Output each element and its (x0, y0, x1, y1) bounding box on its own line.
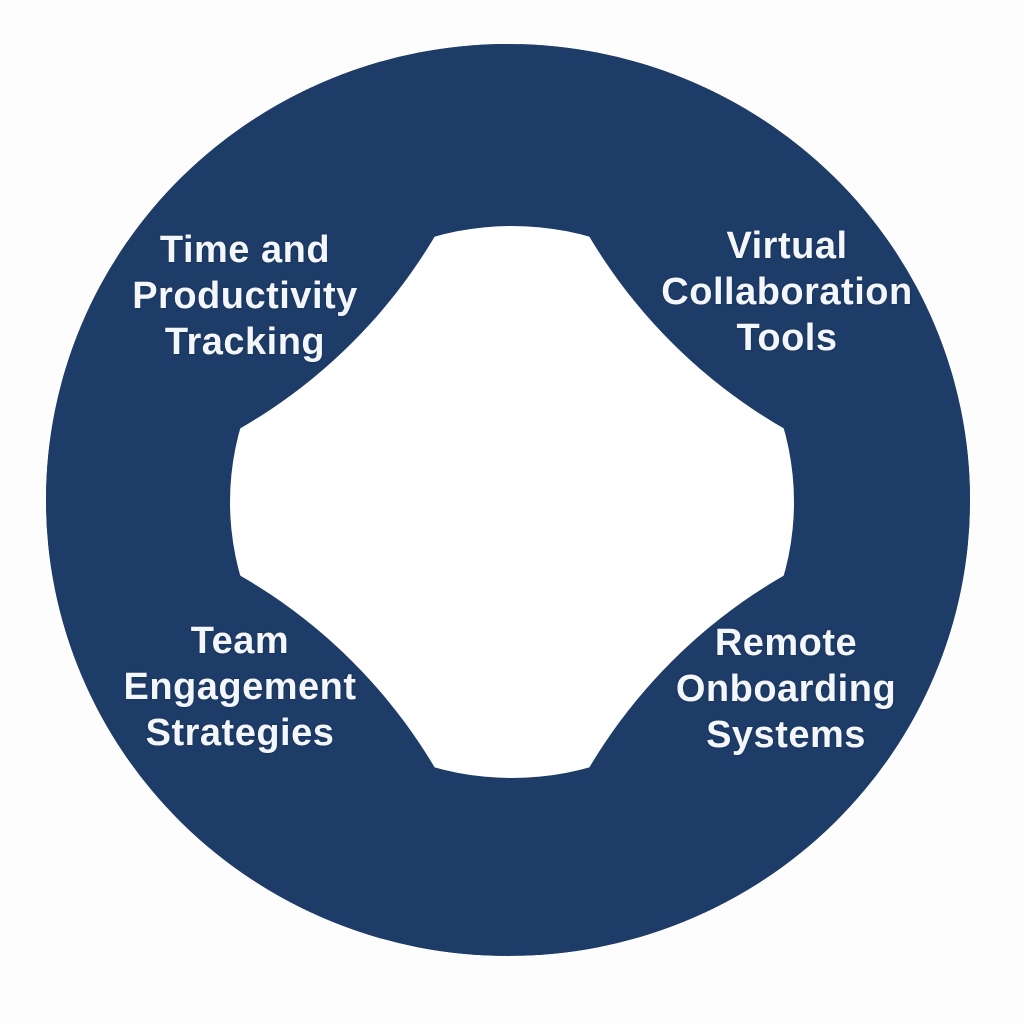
segment-label-virtual-collaboration-tools: Virtual Collaboration Tools (661, 223, 912, 361)
lobe-top-right (514, 44, 970, 500)
label-line: Virtual (726, 225, 848, 267)
label-line: Collaboration (661, 271, 913, 313)
label-line: Engagement (123, 666, 357, 708)
label-line: Onboarding (675, 668, 897, 710)
label-line: Tracking (164, 321, 326, 363)
lobe-bottom-right (514, 504, 970, 956)
lobe-top-left (46, 44, 510, 500)
label-line: Productivity (132, 275, 358, 317)
label-line: Team (190, 620, 290, 662)
label-line: Systems (706, 714, 866, 756)
lobe-bottom-left (46, 504, 510, 956)
label-line: Remote (714, 622, 858, 664)
segment-label-remote-onboarding-systems: Remote Onboarding Systems (676, 620, 896, 758)
inner-hole (230, 226, 794, 778)
segment-label-time-productivity-tracking: Time and Productivity Tracking (132, 227, 358, 365)
label-line: Tools (736, 317, 838, 359)
label-line: Strategies (145, 712, 335, 754)
segment-label-team-engagement-strategies: Team Engagement Strategies (123, 618, 356, 756)
label-line: Time and (159, 229, 331, 271)
